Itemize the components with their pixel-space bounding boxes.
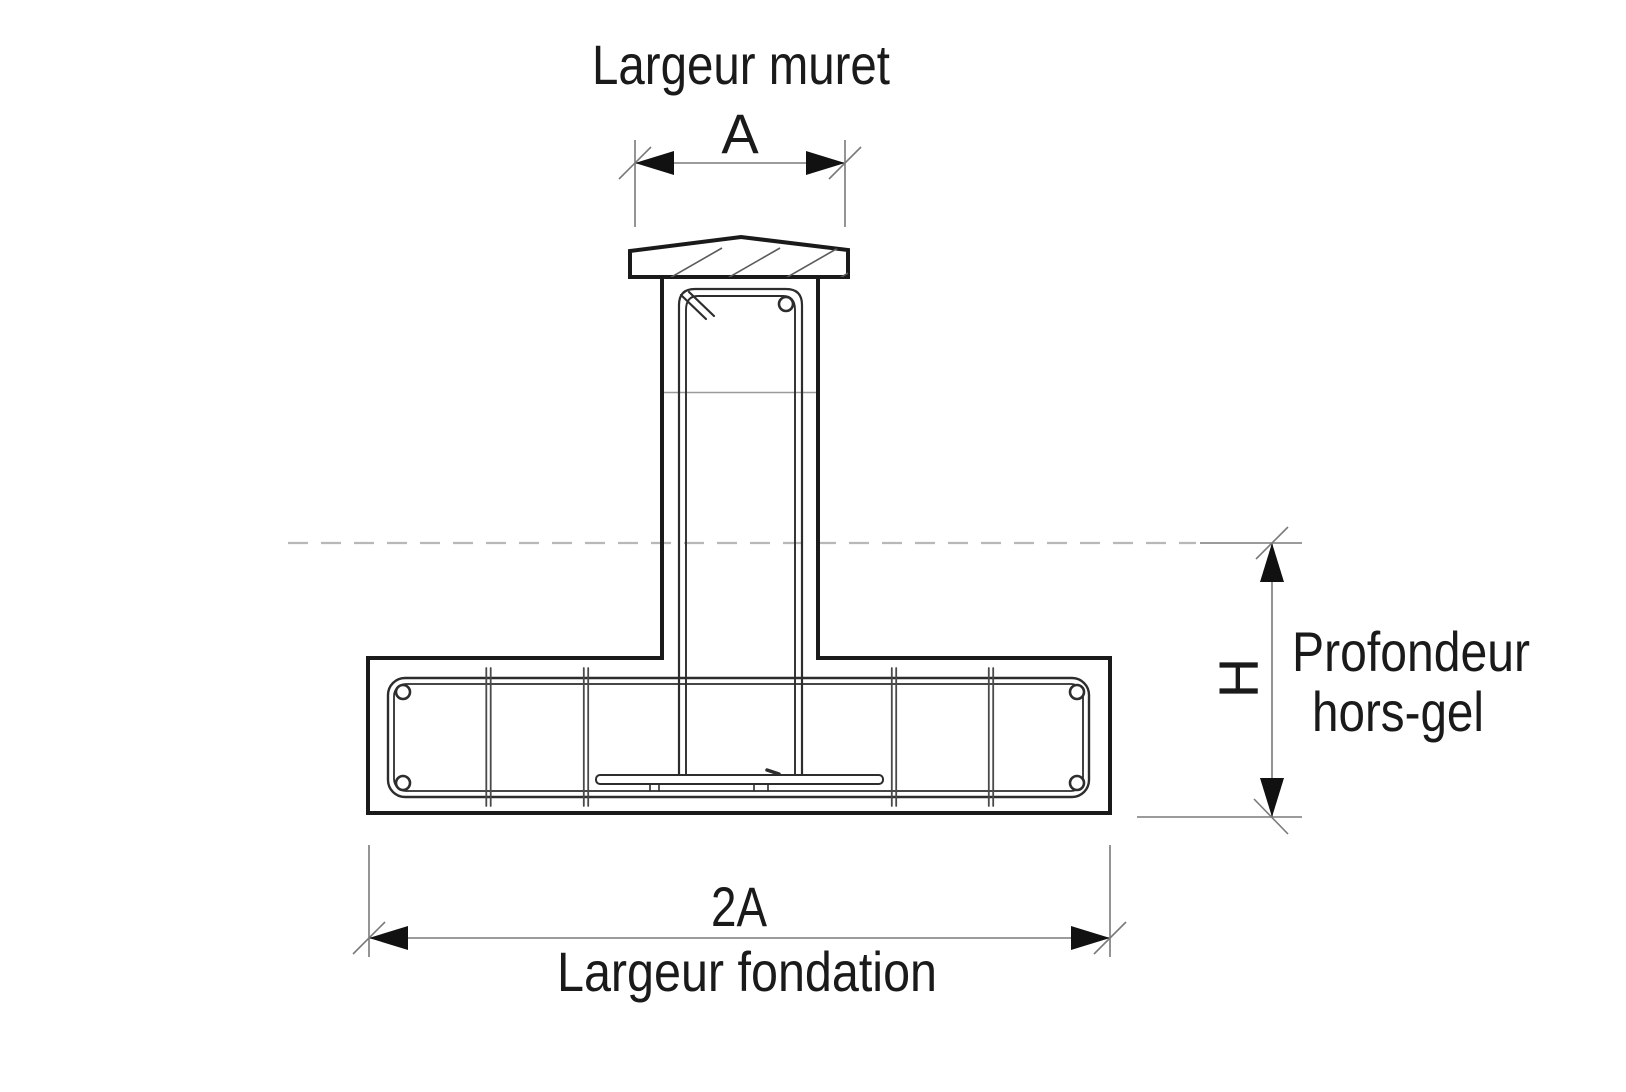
dimension-ticks [352,146,1289,955]
footing-rebar-section [1068,683,1086,701]
footing-stirrup-inner [393,683,1084,792]
hatch-line [725,247,781,277]
footing-ties [485,667,995,807]
foundation-width-caption: Largeur fondation [557,940,937,1003]
wall-rebar-section [777,295,795,313]
frost-depth-symbol: H [1207,658,1270,698]
arrow-right-icon [806,151,845,175]
foundation-width-symbol: 2A [711,875,768,938]
slash-tick [618,146,652,180]
slash-tick [1255,526,1289,560]
contour-overlay [628,234,850,658]
slash-tick [828,146,862,180]
arrow-left-icon [635,151,674,175]
wall-width-caption: Largeur muret [592,33,890,96]
hatch-line [667,247,723,277]
splice-bar [595,774,884,785]
concrete-contour [366,274,1112,815]
slash-tick [352,921,386,955]
coping-cap [628,234,850,279]
frost-depth-caption-line2: hors-gel [1312,680,1484,743]
diagram-labels: Largeur muret A 2A Largeur fondation H P… [557,33,1530,1003]
frost-depth-caption-line1: Profondeur [1292,620,1530,683]
dimension-arrows [369,151,1284,950]
wall-stirrup-inner [685,295,796,779]
slash-tick [1093,921,1127,955]
footing-stirrup-outer [386,676,1091,799]
rebar-tick [687,290,716,318]
rebar-tick [679,293,708,321]
footing-rebar-section [394,683,412,701]
footing-rebar-section [394,774,412,792]
arrow-up-icon [1260,543,1284,582]
hatch-line [783,247,839,277]
footing-rebar-section [1068,774,1086,792]
wall-width-symbol: A [721,102,759,165]
splice-mark [765,768,781,776]
slash-tick [1253,798,1289,835]
arrow-right-icon [1071,926,1110,950]
hatch-line [837,256,848,277]
wall-footing-outline [366,274,1112,815]
arrow-left-icon [369,926,408,950]
wall-stirrup-outer [677,287,804,780]
coping-hatch-lines [667,247,848,277]
arrow-down-icon [1260,778,1284,817]
reinforcement [386,287,1091,799]
